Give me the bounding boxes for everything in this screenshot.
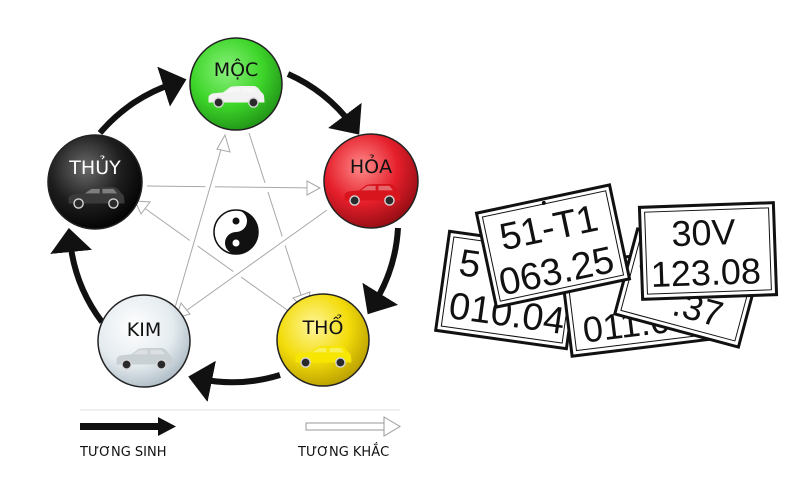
element-moc: MỘC: [189, 37, 283, 131]
element-kim-label: KIM: [127, 319, 161, 341]
license-plate: 30V 123.08: [637, 201, 779, 301]
arrow-tho-to-kim: [188, 360, 281, 402]
plate-line-2: 123.08: [650, 250, 761, 295]
element-hoa-label: HỎA: [350, 153, 392, 178]
legend: TƯƠNG SINH TƯƠNG KHẮC: [79, 409, 401, 460]
legend-overcoming-arrow: [305, 416, 401, 437]
element-thuy: THỦY: [47, 134, 143, 230]
arrow-thuy-to-moc: [97, 66, 187, 135]
yin-yang-icon: [213, 209, 259, 255]
element-tho-label: THỔ: [302, 313, 344, 339]
arrow-kim-to-thuy: [50, 228, 105, 324]
element-kim: KIM: [97, 294, 191, 388]
generating-cycle-arrows: [50, 66, 401, 402]
plate-line-1: 30V: [671, 211, 736, 254]
license-plates: 5 010.04 011.01 5 .37 51-T1 063.25 30V 1…: [433, 183, 779, 358]
element-moc-label: MỘC: [214, 57, 259, 81]
legend-generating-arrow: [80, 417, 176, 436]
legend-generating-label: TƯƠNG SINH: [79, 445, 166, 460]
legend-overcoming-label: TƯƠNG KHẮC: [297, 443, 389, 460]
element-hoa: HỎA: [323, 133, 419, 229]
element-tho: THỔ: [276, 293, 370, 387]
element-thuy-label: THỦY: [68, 154, 121, 179]
license-plate: 51-T1 063.25: [474, 183, 632, 309]
overcoming-star-arrows: [134, 131, 330, 320]
arrow-hoa-to-tho: [362, 227, 401, 315]
arrow-moc-to-hoa: [286, 71, 362, 135]
